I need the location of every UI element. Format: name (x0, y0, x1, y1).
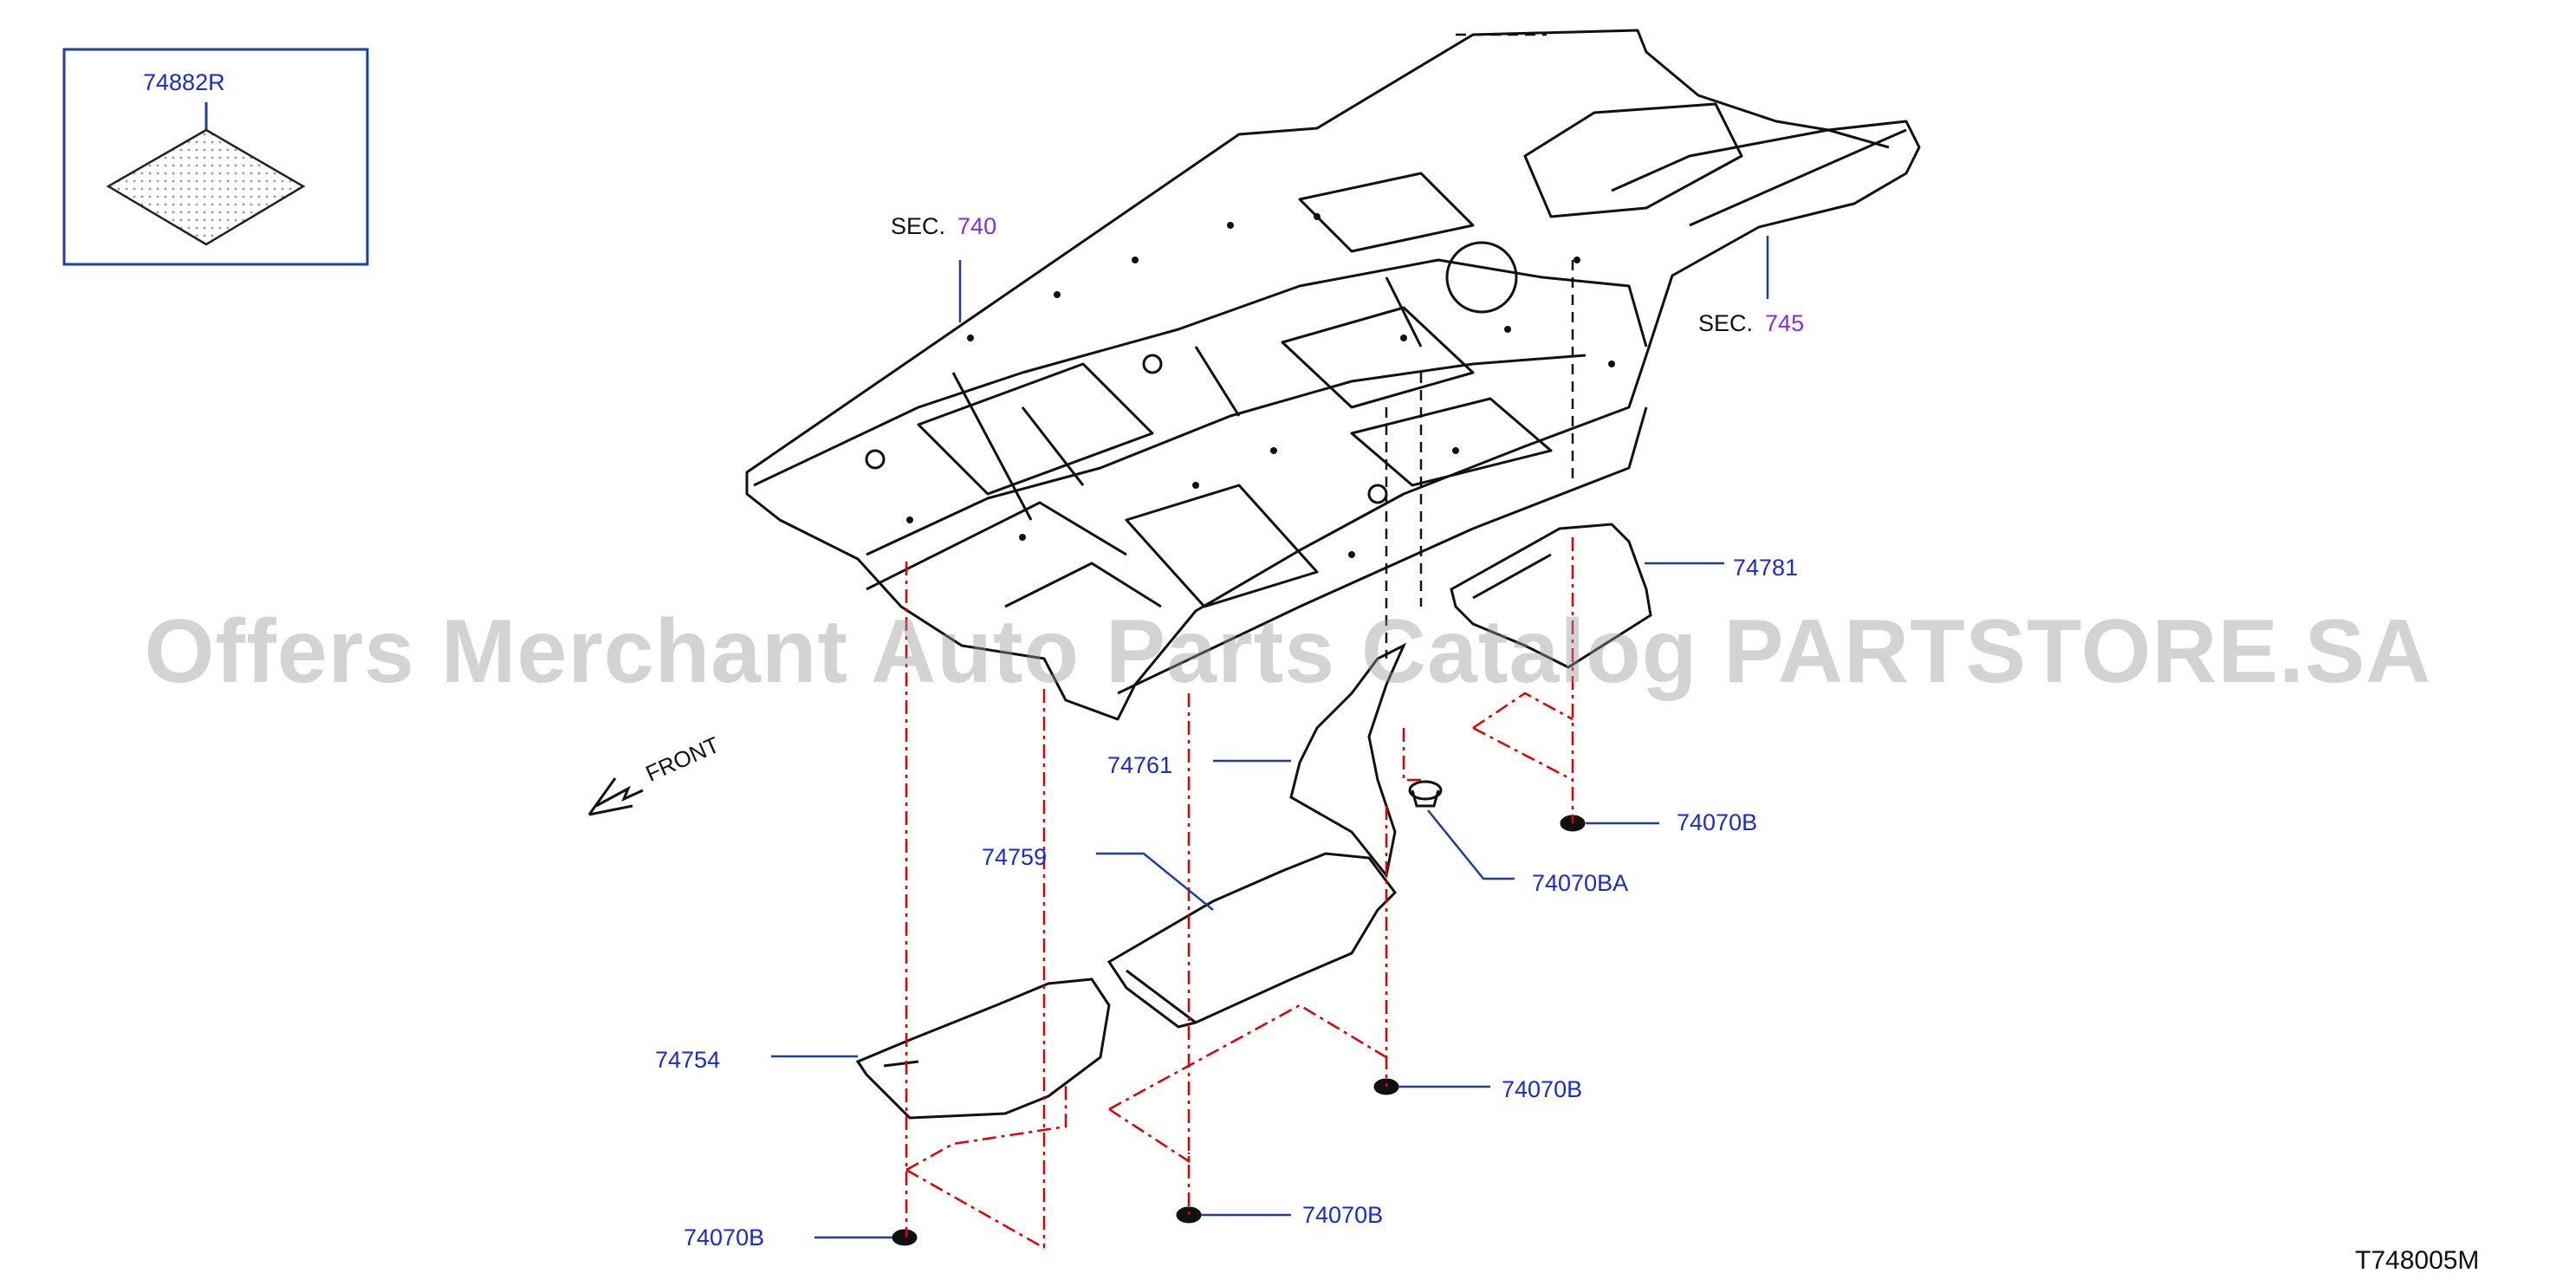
insulator-74781-shape (1450, 523, 1652, 669)
part-label-74070BA[interactable]: 74070BA (1532, 870, 1629, 896)
floor-pan-drawing (745, 29, 1921, 721)
section-number-740[interactable]: 740 (957, 213, 997, 239)
assembly-guide-lines (905, 537, 1574, 1250)
part-label-74070B-bottom-mid[interactable]: 74070B (1302, 1202, 1384, 1228)
leader-lines (771, 236, 1769, 1239)
section-ref-740: SEC. 740 (891, 215, 996, 238)
part-label-74070B-bottom-left[interactable]: 74070B (684, 1224, 765, 1250)
insulator-74754-shape (855, 977, 1111, 1120)
insulator-74759-shape (1106, 852, 1397, 1029)
inset-part-label-74882R[interactable]: 74882R (143, 69, 225, 95)
part-label-74781[interactable]: 74781 (1733, 555, 1799, 581)
watermark-text: Offers Merchant Auto Parts Catalog PARTS… (144, 601, 2432, 702)
section-number-745[interactable]: 745 (1765, 310, 1805, 336)
part-label-74070B-mid-right[interactable]: 74070B (1502, 1076, 1583, 1102)
section-prefix: SEC. (1698, 310, 1754, 336)
floor-mat-shape (106, 128, 306, 246)
diagram-code: T748005M (2355, 1246, 2480, 1275)
part-label-74759[interactable]: 74759 (982, 844, 1048, 870)
section-ref-745: SEC. 745 (1698, 312, 1804, 335)
floor-pan-detail-dots (906, 213, 1615, 558)
inset-box (62, 48, 369, 266)
section-prefix: SEC. (891, 213, 946, 239)
upper-guide-lines (1385, 33, 1574, 659)
part-label-74070B-upper-right[interactable]: 74070B (1677, 809, 1758, 835)
front-arrow-icon (587, 777, 644, 816)
part-label-74754[interactable]: 74754 (655, 1047, 721, 1073)
part-label-74761[interactable]: 74761 (1107, 752, 1173, 778)
